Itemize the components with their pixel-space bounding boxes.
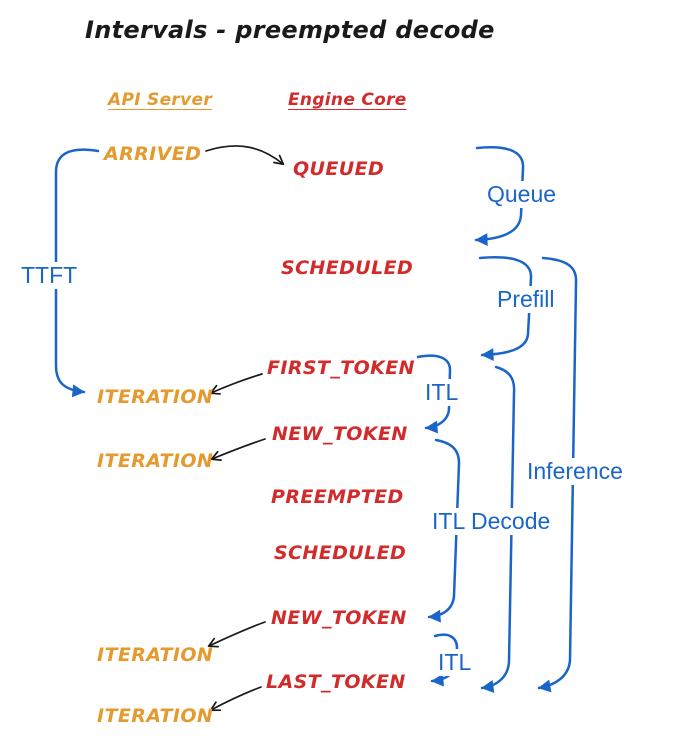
interval-label-itl-preempted: ITL [429, 508, 469, 535]
arrow-first-token-to-iteration-1 [209, 373, 263, 395]
event-first-token: FIRST_TOKEN [267, 357, 415, 379]
event-new-token-2: NEW_TOKEN [271, 607, 407, 629]
arrow-new-token-to-iteration-3 [207, 621, 266, 648]
event-arrived: ARRIVED [104, 143, 202, 165]
interval-label-itl-last: ITL [435, 649, 475, 676]
interval-label-prefill: Prefill [494, 286, 558, 313]
event-new-token-1: NEW_TOKEN [272, 423, 408, 445]
event-iteration-4: ITERATION [97, 705, 214, 727]
interval-label-queue: Queue [484, 181, 560, 208]
prefill-bracket [478, 256, 533, 362]
event-iteration-2: ITERATION [97, 450, 214, 472]
event-iteration-1: ITERATION [97, 386, 214, 408]
arrow-new-token-to-iteration-2 [210, 438, 266, 461]
event-queued: QUEUED [293, 158, 385, 180]
page-title: Intervals - preempted decode [85, 16, 495, 44]
arrow-arrived-to-queued [205, 145, 285, 166]
arrow-last-token-to-iteration-4 [209, 686, 262, 712]
interval-label-decode: Decode [468, 508, 554, 535]
event-iteration-3: ITERATION [97, 644, 214, 666]
queue-bracket [474, 146, 525, 247]
interval-label-itl-first: ITL [422, 379, 462, 406]
event-scheduled-1: SCHEDULED [281, 257, 414, 279]
interval-label-ttft: TTFT [18, 262, 81, 289]
api-server-column-header: API Server [108, 90, 213, 110]
event-last-token: LAST_TOKEN [266, 671, 406, 693]
event-scheduled-2: SCHEDULED [274, 542, 407, 564]
interval-label-inference: Inference [524, 458, 626, 485]
event-preempted: PREEMPTED [271, 486, 404, 508]
engine-core-column-header: Engine Core [288, 90, 407, 110]
